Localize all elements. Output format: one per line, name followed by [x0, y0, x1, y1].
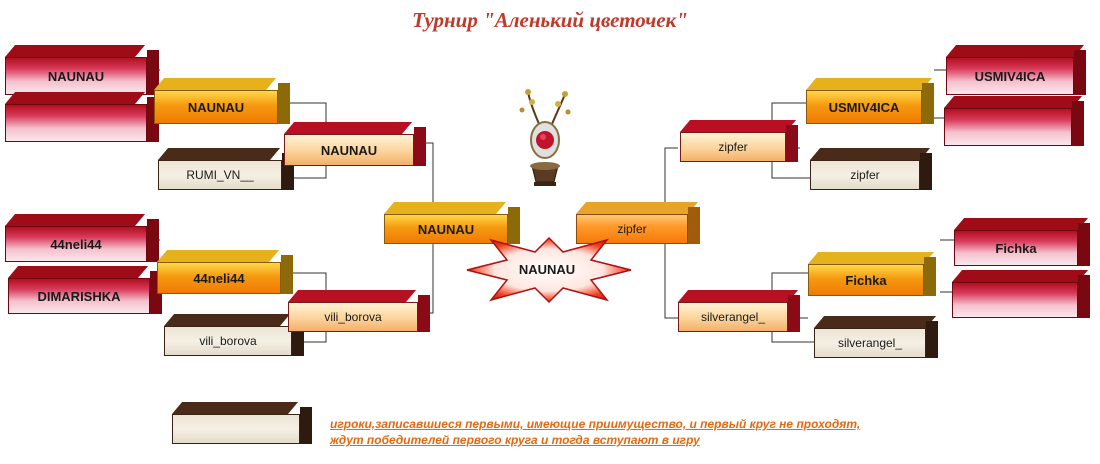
player-name [952, 282, 1078, 318]
player-name: NAUNAU [284, 134, 414, 166]
player-name [5, 104, 147, 142]
player-name: 44neli44 [5, 226, 147, 262]
player-name: NAUNAU [154, 90, 278, 124]
player-name: zipfer [810, 160, 920, 190]
player-name: Fichka [954, 230, 1078, 266]
tournament-title: Турнир "Аленький цветочек" [412, 8, 688, 32]
player-name: Fichka [808, 264, 924, 296]
player-name: DIMARISHKA [8, 278, 150, 314]
legend-note-line-2: ждут победителей первого круга и тогда в… [330, 433, 700, 447]
player-name: vili_borova [164, 326, 292, 356]
player-name: USMIV4ICA [806, 90, 922, 124]
final-winner-name: NAUNAU [518, 262, 576, 277]
player-name: RUMI_VN__ [158, 160, 282, 190]
player-name: 44neli44 [157, 262, 281, 294]
player-name: zipfer [576, 214, 688, 244]
flower-trophy-icon [519, 89, 571, 186]
player-name: NAUNAU [5, 57, 147, 95]
player-name: NAUNAU [384, 214, 508, 244]
legend-note-line-1: игроки,записавшиеся первыми, имеющие при… [330, 417, 861, 431]
player-name [944, 108, 1072, 146]
player-name: vili_borova [288, 302, 418, 332]
player-name: silverangel_ [678, 302, 788, 332]
legend-box-label [172, 414, 300, 444]
legend-note: игроки,записавшиеся первыми, имеющие при… [330, 416, 930, 448]
player-name: silverangel_ [814, 328, 926, 358]
winner-star-badge [466, 236, 632, 304]
player-name: zipfer [680, 132, 786, 162]
player-name: USMIV4ICA [946, 57, 1074, 95]
